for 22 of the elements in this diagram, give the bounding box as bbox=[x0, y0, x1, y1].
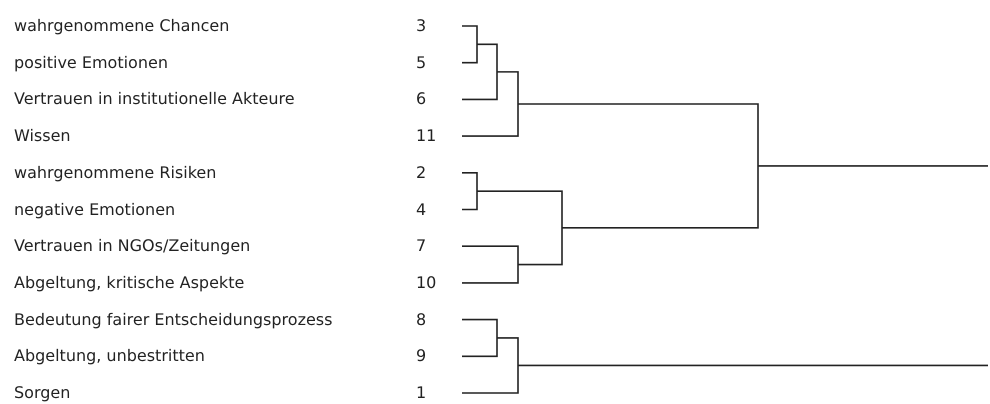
variable-label: wahrgenommene Chancen bbox=[14, 16, 230, 36]
cluster-number: 11 bbox=[416, 126, 436, 146]
cluster-number: 5 bbox=[416, 52, 426, 73]
cluster-number: 3 bbox=[416, 16, 426, 36]
variable-label: negative Emotionen bbox=[14, 200, 176, 220]
variable-label: Sorgen bbox=[14, 383, 70, 403]
variable-label: Bedeutung fairer Entscheidungsprozess bbox=[14, 310, 332, 330]
variable-label: Abgeltung, unbestritten bbox=[14, 346, 205, 366]
cluster-number: 10 bbox=[416, 272, 436, 293]
cluster-number: 4 bbox=[416, 200, 426, 220]
cluster-number: 1 bbox=[416, 383, 426, 403]
cluster-number: 6 bbox=[416, 89, 426, 110]
cluster-number: 7 bbox=[416, 236, 426, 256]
variable-label: wahrgenommene Risiken bbox=[14, 162, 216, 183]
cluster-number: 8 bbox=[416, 310, 426, 330]
variable-label: Vertrauen in NGOs/Zeitungen bbox=[14, 236, 250, 256]
variable-label: Vertrauen in institutionelle Akteure bbox=[14, 89, 295, 110]
cluster-number: 9 bbox=[416, 346, 426, 366]
cluster-number: 2 bbox=[416, 162, 426, 183]
variable-label: Abgeltung, kritische Aspekte bbox=[14, 272, 244, 293]
variable-label: positive Emotionen bbox=[14, 52, 168, 73]
variable-label: Wissen bbox=[14, 126, 71, 146]
